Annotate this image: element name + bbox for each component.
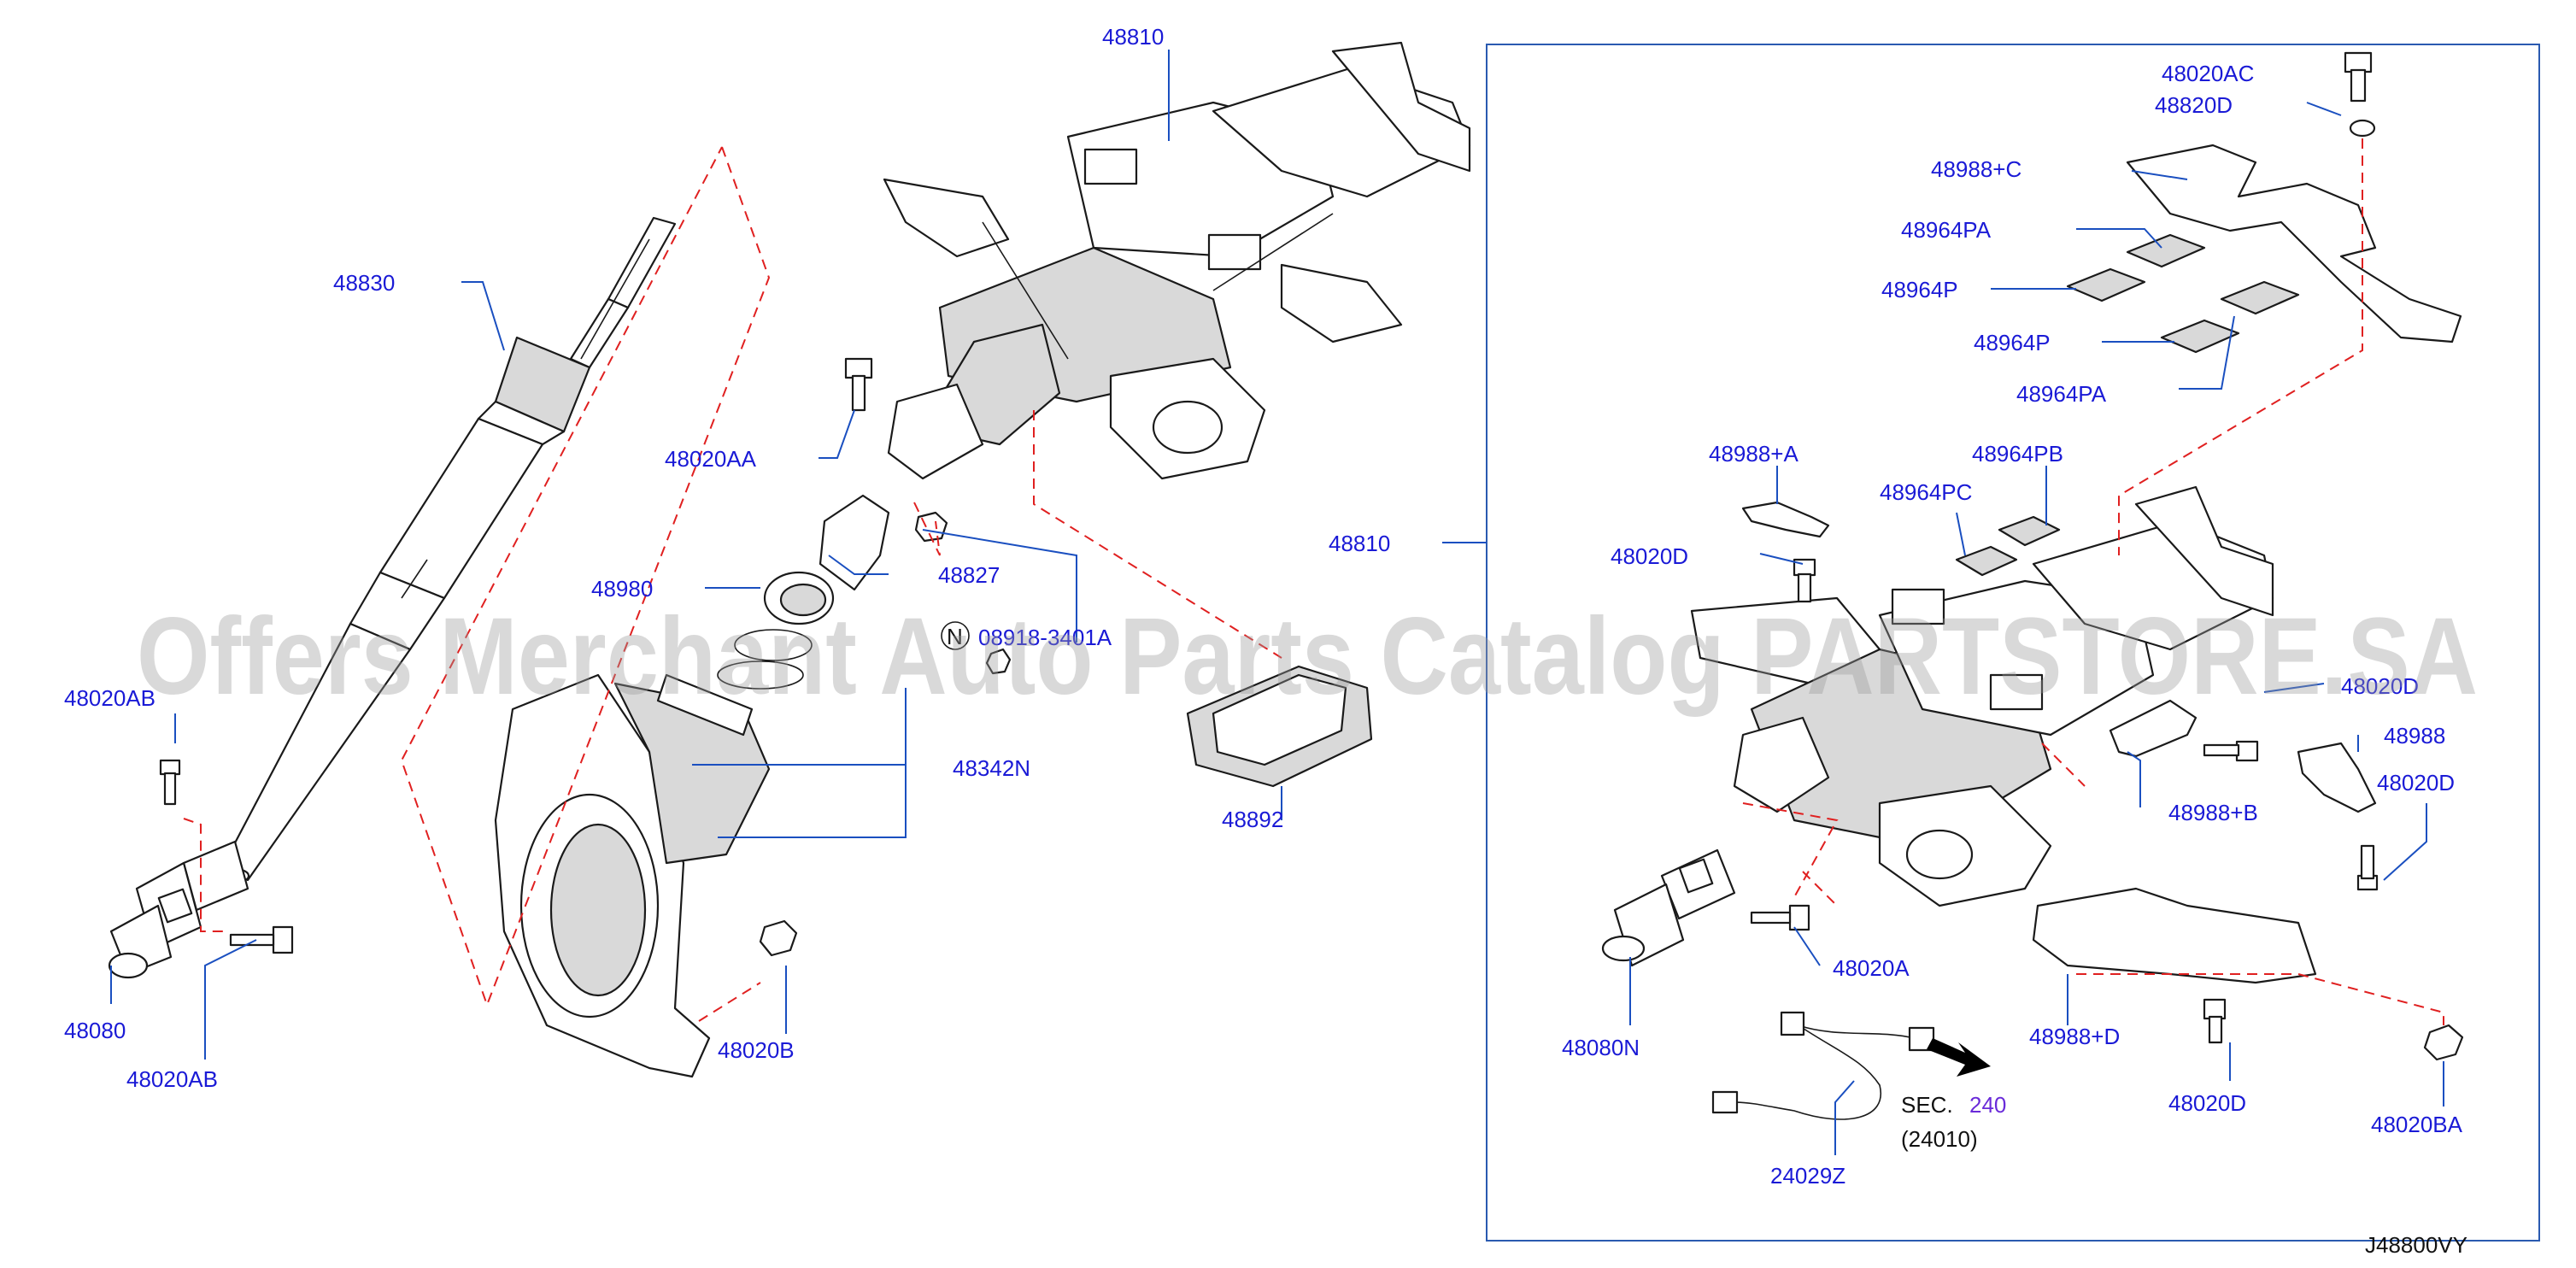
- column-hole-cover-48342N: [494, 673, 771, 1078]
- label-48020D-d: 48020D: [2168, 1090, 2246, 1116]
- label-48810-top: 48810: [1102, 24, 1164, 50]
- bolt-48020D-d: [2203, 998, 2227, 1044]
- label-48020AB-upper: 48020AB: [64, 685, 155, 711]
- nut-mark-08918: N: [941, 621, 1012, 675]
- label-48988B: 48988+B: [2168, 800, 2258, 825]
- bracket-48988C: [2126, 144, 2462, 343]
- cover-48892: [1186, 665, 1373, 788]
- detail-box: [1486, 44, 2540, 1242]
- label-48827: 48827: [938, 562, 1000, 588]
- label-48980: 48980: [591, 576, 653, 602]
- bolt-48020A: [1750, 904, 1810, 931]
- label-48964P-lower: 48964P: [1974, 330, 2051, 355]
- steering-column-assy-48810-detail: [1690, 485, 2274, 907]
- label-48964PC: 48964PC: [1880, 479, 1972, 505]
- bracket-48988B: [2109, 699, 2198, 758]
- bracket-48988A: [1741, 501, 1830, 538]
- label-48020D-a: 48020D: [1611, 543, 1688, 569]
- label-48964PB: 48964PB: [1972, 441, 2063, 467]
- pad-48964PA-lower: [2220, 280, 2300, 315]
- label-48342N: 48342N: [953, 755, 1030, 781]
- universal-joint-48080: [108, 840, 249, 979]
- bracket-48988D: [2032, 887, 2317, 984]
- label-08918-3401A: 08918-3401A: [978, 625, 1112, 650]
- arrow-to-sec-240: [1927, 1038, 1991, 1077]
- clip-48827: [819, 494, 890, 591]
- washer-48820D: [2349, 119, 2376, 138]
- label-48820D: 48820D: [2155, 92, 2233, 118]
- bolt-48020D-c: [2356, 844, 2379, 891]
- label-48020A: 48020A: [1833, 955, 1910, 981]
- bolt-48020AB-lower: [229, 925, 294, 954]
- label-48020D-b: 48020D: [2341, 673, 2419, 699]
- nut-48020BA: [2423, 1024, 2464, 1061]
- diagram-code: J48800VY: [2365, 1232, 2467, 1258]
- universal-joint-48080N: [1601, 848, 1736, 967]
- label-48892: 48892: [1222, 807, 1283, 832]
- label-48964PA-lower: 48964PA: [2016, 381, 2107, 407]
- label-48080N: 48080N: [1562, 1035, 1640, 1060]
- bolt-48020AB-upper: [159, 759, 181, 806]
- nut-48020B: [759, 919, 798, 957]
- label-48988D: 48988+D: [2029, 1024, 2120, 1049]
- pad-48964PB: [1998, 515, 2061, 547]
- watermark-text: Offers Merchant Auto Parts Catalog PARTS…: [137, 596, 2478, 718]
- label-48020AB-lower: 48020AB: [126, 1066, 218, 1092]
- label-48020B: 48020B: [718, 1037, 795, 1063]
- dashed-assembly-lines: [183, 138, 2444, 1025]
- label-48020BA: 48020BA: [2371, 1112, 2463, 1137]
- label-48988A: 48988+A: [1709, 441, 1799, 467]
- label-48964PA-upper: 48964PA: [1901, 217, 1992, 243]
- label-48964P-upper: 48964P: [1881, 277, 1958, 302]
- pad-48964PA-upper: [2126, 233, 2206, 268]
- leader-lines: [110, 50, 2444, 1155]
- steering-shaft-48830: [220, 216, 677, 884]
- label-48988C: 48988+C: [1931, 156, 2021, 182]
- bolt-48020AC: [2344, 51, 2373, 103]
- bolt-48020D-b: [2203, 740, 2259, 762]
- label-24029Z: 24029Z: [1770, 1163, 1845, 1189]
- pad-48964P-lower: [2160, 319, 2240, 354]
- nut-small: [914, 511, 948, 543]
- label-48810-box: 48810: [1329, 531, 1390, 556]
- pad-48964P-upper: [2066, 267, 2146, 302]
- label-48020D-c: 48020D: [2377, 770, 2455, 795]
- pad-48964PC: [1955, 545, 2018, 577]
- label-48080: 48080: [64, 1018, 126, 1043]
- seal-ring-48980: [717, 571, 835, 690]
- label-48830: 48830: [333, 270, 395, 296]
- sec-sub-code: (24010): [1901, 1126, 1978, 1152]
- sec-240-link[interactable]: 240: [1969, 1092, 2006, 1118]
- label-48020AC: 48020AC: [2162, 61, 2254, 86]
- steering-column-assy-48810-top: [883, 41, 1471, 480]
- label-48988: 48988: [2384, 723, 2445, 748]
- n-mark: N: [947, 624, 963, 649]
- sec-prefix: SEC.: [1901, 1092, 1953, 1118]
- bolt-48020AA: [844, 357, 873, 412]
- bracket-48988: [2297, 742, 2377, 813]
- label-48020AA: 48020AA: [665, 446, 757, 472]
